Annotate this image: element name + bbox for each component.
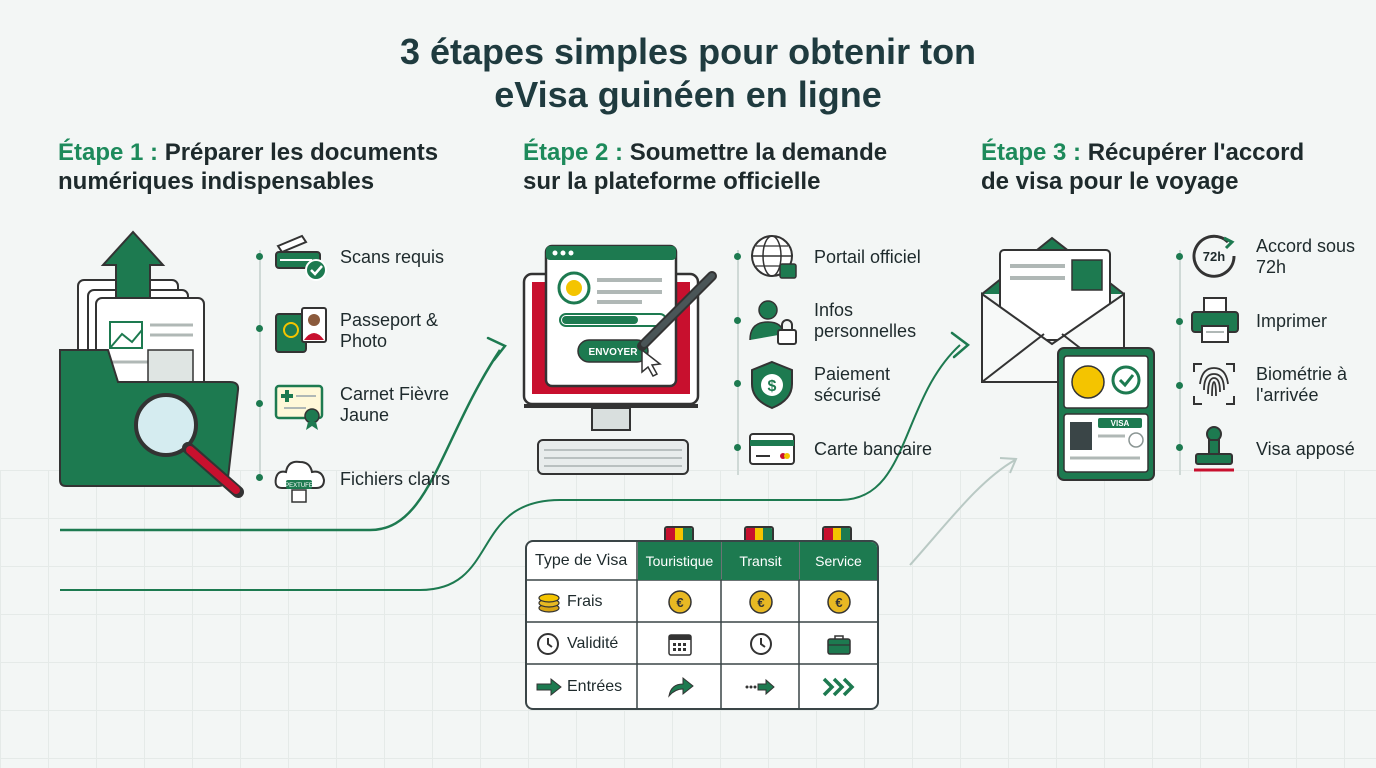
list-item-bank-card: Carte bancaire	[746, 424, 944, 474]
submit-button-label: ENVOYER	[589, 347, 639, 358]
list-item-visa-stamp: Visa apposé	[1188, 424, 1376, 474]
list-item-approval-72h: 72h Accord sous 72h	[1188, 232, 1376, 282]
clock-icon	[722, 623, 799, 664]
shield-dollar-icon: $	[746, 360, 802, 410]
euro-coin-icon: €	[722, 581, 799, 622]
dotted-arrow-icon	[722, 665, 799, 708]
passport-photo-icon	[272, 306, 328, 356]
column-header-touristique: Touristique	[638, 542, 721, 580]
svg-text:€: €	[676, 595, 683, 610]
euro-coin-icon: €	[638, 581, 721, 622]
list-item-passport: Passeport & Photo	[272, 306, 470, 356]
svg-text:€: €	[757, 595, 764, 610]
list-item-files: PEXTUFE Fichiers clairs	[272, 454, 470, 504]
visa-badge-label: VISA	[1111, 419, 1130, 428]
list-item-scans: Scans requis	[272, 232, 470, 282]
svg-text:€: €	[835, 595, 842, 610]
step-2-timeline	[737, 250, 739, 475]
user-lock-icon	[746, 296, 802, 346]
coins-icon	[538, 592, 560, 613]
stamp-icon	[1188, 424, 1244, 474]
step-3-timeline	[1179, 250, 1181, 475]
list-item-print: Imprimer	[1188, 296, 1376, 346]
globe-icon	[746, 232, 802, 282]
calendar-icon	[638, 623, 721, 664]
clock-72h-icon: 72h	[1188, 232, 1244, 282]
cloud-badge-label: PEXTUFE	[285, 483, 313, 489]
vaccination-certificate-icon	[272, 380, 328, 430]
visa-types-table: Type de Visa Touristique Transit Service…	[525, 540, 879, 710]
table-corner: Type de Visa	[535, 552, 628, 569]
list-item-secure-payment: $ Paiement sécurisé	[746, 360, 944, 410]
briefcase-icon	[800, 623, 877, 664]
list-item-yellow-fever: Carnet Fièvre Jaune	[272, 380, 470, 430]
page-title: 3 étapes simples pour obtenir ton eVisa …	[399, 31, 977, 115]
credit-card-icon	[746, 424, 802, 474]
table-row-label: Frais	[527, 581, 637, 622]
visa-approval-illustration: VISA	[981, 236, 1155, 481]
computer-submission-illustration: ENVOYER	[522, 244, 717, 475]
printer-icon	[1188, 296, 1244, 346]
scanner-icon	[272, 232, 328, 282]
table-row-label: Entrées	[527, 665, 637, 708]
clock-icon	[537, 632, 559, 655]
arrow-right-icon	[536, 677, 562, 696]
fingerprint-icon	[1188, 360, 1244, 410]
documents-folder-illustration	[59, 230, 244, 498]
list-item-biometrics: Biométrie à l'arrivée	[1188, 360, 1376, 410]
clock-label: 72h	[1203, 249, 1225, 264]
svg-text:$: $	[768, 378, 777, 395]
multi-chevron-icon	[800, 665, 877, 708]
list-item-portal: Portail officiel	[746, 232, 944, 282]
column-header-transit: Transit	[722, 542, 799, 580]
euro-coin-icon: €	[800, 581, 877, 622]
list-item-personal-info: Infos personnelles	[746, 296, 944, 346]
column-header-service: Service	[800, 542, 877, 580]
cloud-file-icon: PEXTUFE	[272, 454, 328, 504]
step-1-timeline	[259, 250, 261, 475]
curved-arrow-icon	[638, 665, 721, 708]
step-3-heading: Étape 3 : Récupérer l'accord de visa pou…	[981, 139, 1305, 195]
step-1-heading: Étape 1 : Préparer les documents numériq…	[58, 139, 439, 195]
table-grid	[527, 542, 877, 708]
table-row-label: Validité	[527, 623, 637, 664]
step-2-heading: Étape 2 : Soumettre la demande sur la pl…	[523, 139, 888, 195]
